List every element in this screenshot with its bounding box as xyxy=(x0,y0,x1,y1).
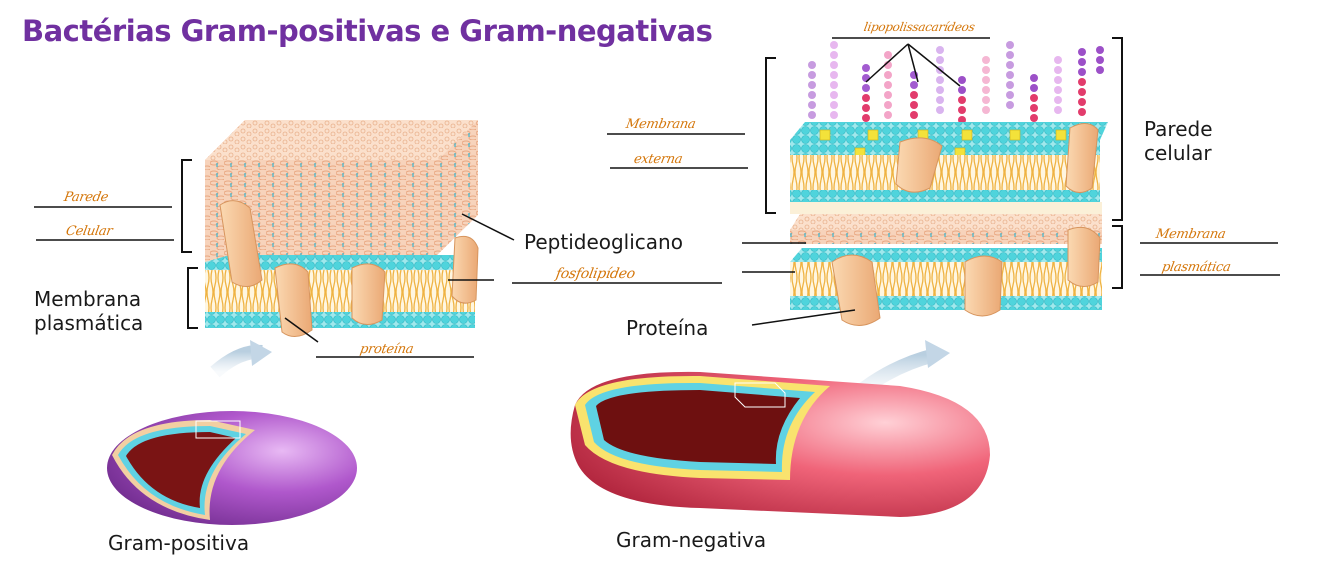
handwritten-gp-parede: Parede xyxy=(62,190,110,205)
handwritten-gn-membrana-right: Membrana xyxy=(1154,227,1227,242)
gram-positive-wall-block xyxy=(205,120,479,337)
handwritten-gn-plasmatica: plasmática xyxy=(1160,260,1232,275)
gram-negative-wall-block xyxy=(790,41,1108,326)
label-proteina: Proteína xyxy=(626,316,709,340)
handwritten-gp-celular: Celular xyxy=(64,224,114,239)
label-gram-positiva: Gram-positiva xyxy=(108,531,250,555)
handwritten-gp-proteina: proteína xyxy=(358,342,415,357)
label-parede-celular: Parede celular xyxy=(1144,117,1213,165)
page-title: Bactérias Gram-positivas e Gram-negativa… xyxy=(22,14,713,48)
label-gram-negativa: Gram-negativa xyxy=(616,528,767,552)
handwritten-gn-membrana: Membrana xyxy=(624,117,697,132)
handwritten-gp-fosfolipideo: fosfolipídeo xyxy=(554,266,637,282)
gram-positive-cell xyxy=(107,340,357,525)
handwritten-gn-lps: lipopolissacarídeos xyxy=(862,20,976,34)
label-membrana-plasmatica: Membrana plasmática xyxy=(34,287,144,335)
label-peptideoglicano: Peptideoglicano xyxy=(524,230,683,254)
brackets xyxy=(181,37,1123,329)
lps-chains xyxy=(808,41,1104,124)
handwritten-gn-externa: externa xyxy=(632,152,684,167)
leader-lines xyxy=(34,37,1280,358)
gram-negative-cell xyxy=(570,340,990,517)
